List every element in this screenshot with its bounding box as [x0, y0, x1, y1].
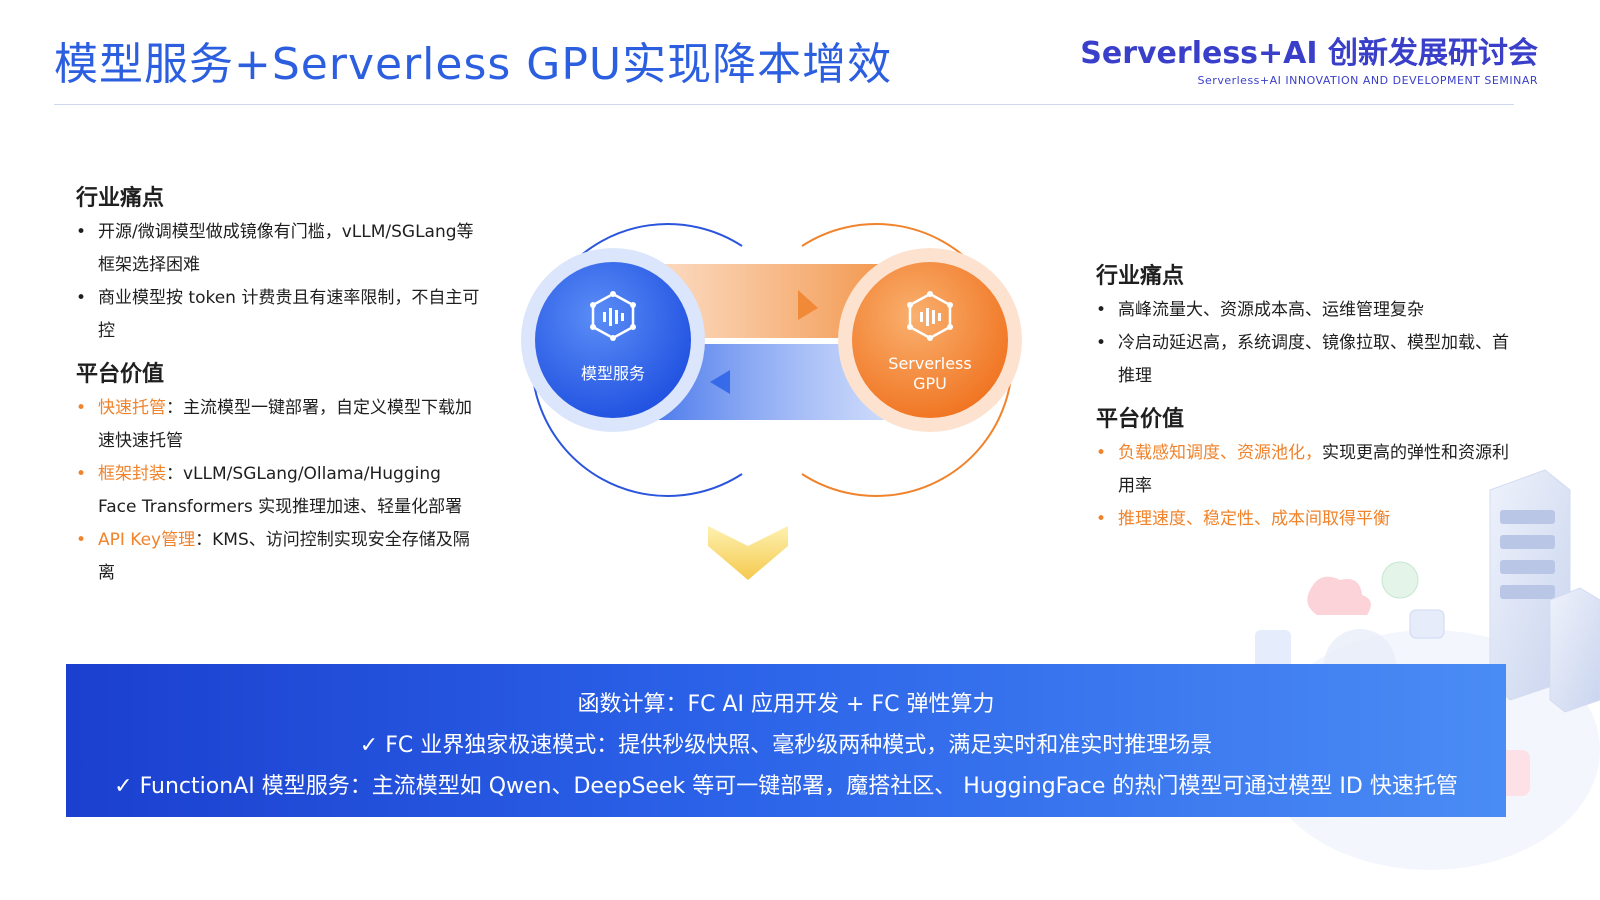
seminar-logo-subtitle: Serverless+AI INNOVATION AND DEVELOPMENT…: [1197, 74, 1538, 87]
left-column: 行业痛点 开源/微调模型做成镜像有门槛，vLLM/SGLang等框架选择困难 商…: [76, 180, 480, 598]
left-pain-title: 行业痛点: [76, 186, 165, 211]
value-text: ：vLLM/SGLang/Ollama/Hugging Face Transfo…: [98, 464, 463, 517]
value-text: 实现更高的弹性和资源利用率: [1118, 443, 1509, 496]
forward-arrow-icon: [798, 290, 818, 320]
banner-line: 函数计算：FC AI 应用开发 + FC 弹性算力: [577, 692, 995, 717]
list-item: API Key管理：KMS、访问控制实现安全存储及隔离: [76, 524, 480, 590]
list-item: 高峰流量大、资源成本高、运维管理复杂: [1096, 294, 1512, 327]
right-node-label: Serverless GPU: [880, 354, 980, 394]
right-node-label-line1: Serverless: [888, 354, 972, 373]
value-highlight: API Key管理: [98, 530, 196, 550]
right-node-label-line2: GPU: [913, 374, 947, 393]
left-node-label: 模型服务: [580, 364, 645, 383]
list-item: 冷启动延迟高，系统调度、镜像拉取、模型加载、首推理: [1096, 327, 1512, 393]
right-pain-title: 行业痛点: [1096, 264, 1185, 289]
banner-line: ✓ FunctionAI 模型服务：主流模型如 Qwen、DeepSeek 等可…: [114, 774, 1458, 799]
left-value-title: 平台价值: [76, 362, 165, 387]
list-item: 开源/微调模型做成镜像有门槛，vLLM/SGLang等框架选择困难: [76, 216, 480, 282]
banner-line: ✓ FC 业界独家极速模式：提供秒级快照、毫秒级两种模式，满足实时和准实时推理场…: [359, 733, 1213, 758]
cycle-diagram: 模型服务 Serverless GPU: [480, 190, 1080, 610]
right-column: 行业痛点 高峰流量大、资源成本高、运维管理复杂 冷启动延迟高，系统调度、镜像拉取…: [1096, 258, 1512, 544]
header-divider: [54, 104, 1514, 105]
left-value-list: 快速托管：主流模型一键部署，自定义模型下载加速快速托管 框架封装：vLLM/SG…: [76, 392, 480, 590]
page-title: 模型服务+Serverless GPU实现降本增效: [54, 39, 893, 90]
right-pain-list: 高峰流量大、资源成本高、运维管理复杂 冷启动延迟高，系统调度、镜像拉取、模型加载…: [1096, 294, 1512, 393]
right-value-list: 负载感知调度、资源池化，实现更高的弹性和资源利用率 推理速度、稳定性、成本间取得…: [1096, 437, 1512, 536]
list-item: 商业模型按 token 计费贵且有速率限制，不自主可控: [76, 282, 480, 348]
value-text: ：主流模型一键部署，自定义模型下载加速快速托管: [98, 398, 472, 451]
backward-arrow-icon: [710, 370, 730, 394]
seminar-logo-title: Serverless+AI 创新发展研讨会: [1080, 36, 1538, 71]
list-item: 快速托管：主流模型一键部署，自定义模型下载加速快速托管: [76, 392, 480, 458]
right-value-title: 平台价值: [1096, 407, 1185, 432]
left-pain-list: 开源/微调模型做成镜像有门槛，vLLM/SGLang等框架选择困难 商业模型按 …: [76, 216, 480, 348]
value-highlight: 框架封装: [98, 464, 166, 484]
value-text: ：KMS、访问控制实现安全存储及隔离: [98, 530, 470, 583]
seminar-logo: Serverless+AI 创新发展研讨会 Serverless+AI INNO…: [1080, 28, 1538, 87]
fc-summary-banner: 函数计算：FC AI 应用开发 + FC 弹性算力 ✓ FC 业界独家极速模式：…: [66, 664, 1506, 817]
chevron-down-icon: [708, 526, 788, 580]
ai-chip-icon: [907, 291, 953, 341]
cycle-graphic: [521, 223, 1022, 580]
list-item: 框架封装：vLLM/SGLang/Ollama/Hugging Face Tra…: [76, 458, 480, 524]
ai-chip-icon: [590, 291, 636, 341]
value-highlight: 负载感知调度、资源池化，: [1118, 443, 1322, 463]
list-item: 负载感知调度、资源池化，实现更高的弹性和资源利用率: [1096, 437, 1512, 503]
value-highlight: 快速托管: [98, 398, 166, 418]
value-highlight: 推理速度、稳定性、成本间取得平衡: [1118, 509, 1390, 529]
list-item: 推理速度、稳定性、成本间取得平衡: [1096, 503, 1512, 536]
